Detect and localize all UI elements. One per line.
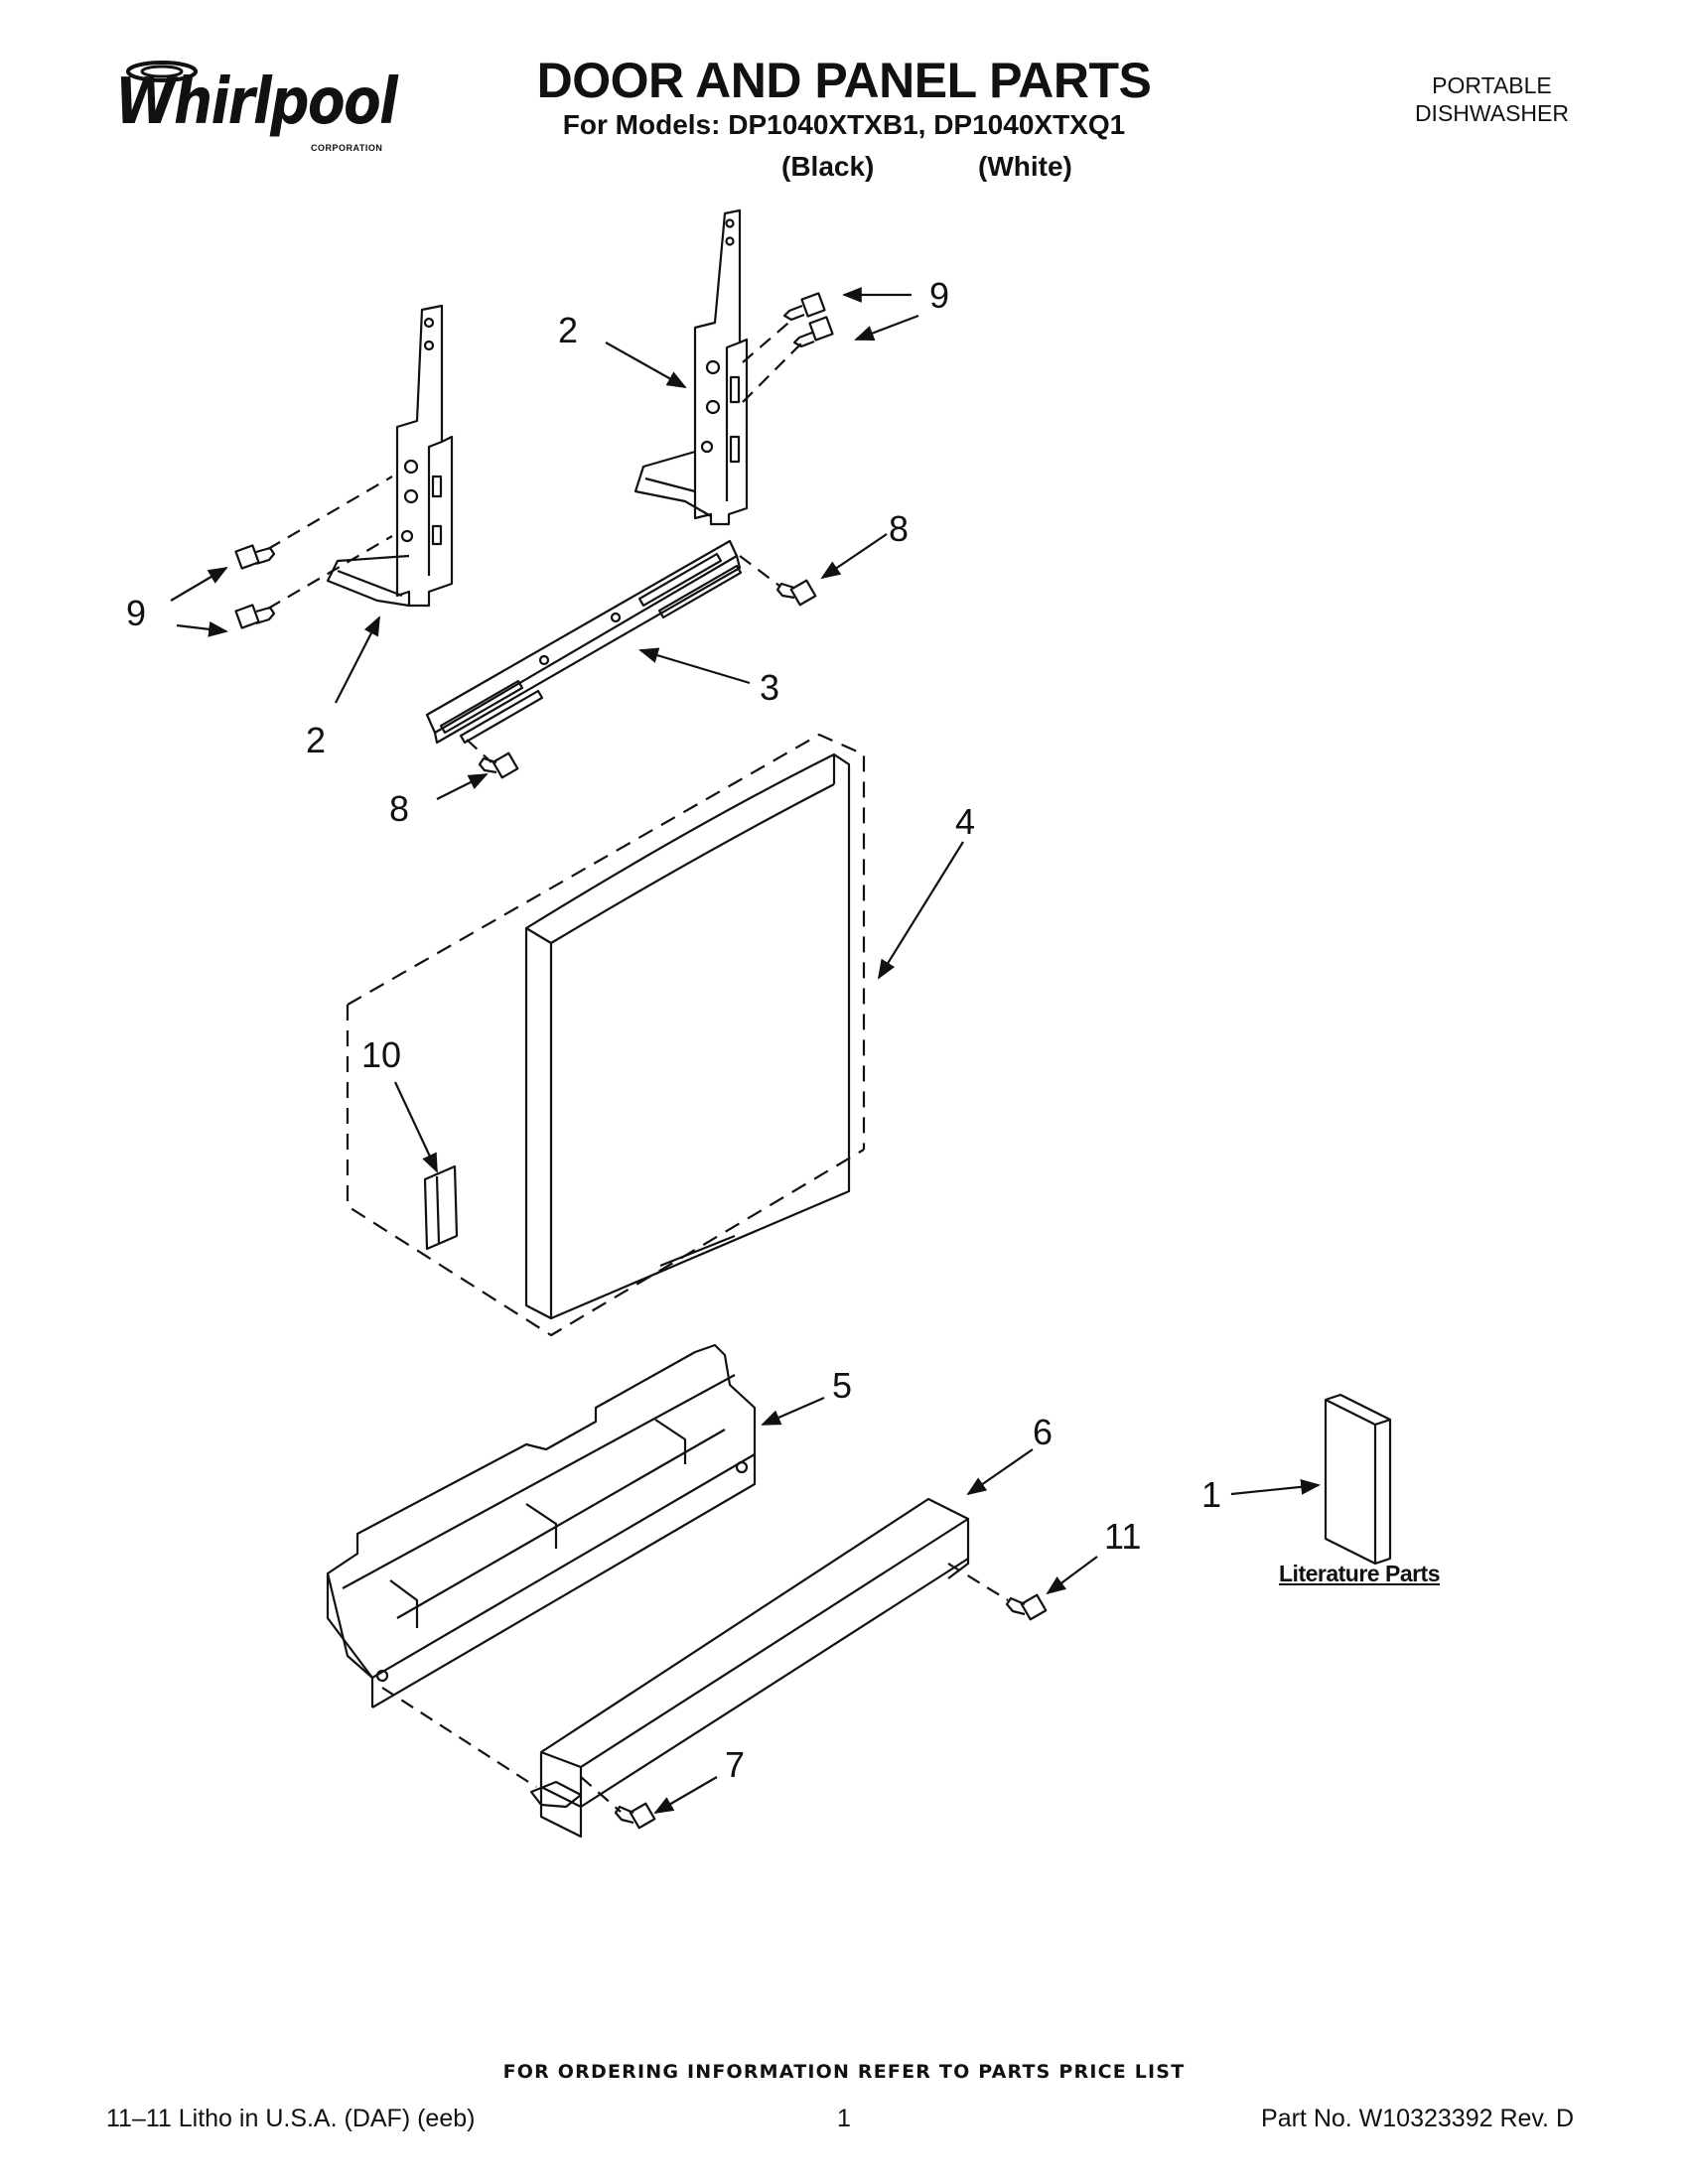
callout-5: 5 [832,1365,852,1406]
door-panel [524,752,851,1320]
logo-swirl-icon [126,61,198,82]
whirlpool-logo: Whirlpool CORPORATION [107,58,398,157]
part-number: Part No. W10323392 Rev. D [1261,2105,1574,2132]
literature-parts-label: Literature Parts [1279,1561,1441,1586]
right-hinge-bracket [633,208,749,526]
screw-9-top-upper [782,292,826,322]
callout-8-lower: 8 [389,788,409,829]
kick-plate [529,1497,970,1839]
callout-6: 6 [1033,1412,1053,1452]
callout-3: 3 [760,667,779,708]
model-list: For Models: DP1040XTXB1, DP1040XTXQ1 [562,109,1126,140]
callout-10: 10 [361,1034,401,1075]
callout-2-upper: 2 [558,310,578,350]
toe-panel [326,1343,757,1708]
mounting-rail [425,539,743,745]
ordering-note: FOR ORDERING INFORMATION REFER TO PARTS … [502,2061,1186,2083]
screw-11 [1005,1593,1048,1621]
callout-leaders [170,287,1321,1814]
logo-wordmark: Whirlpool [115,66,398,139]
variant-black: (Black) [781,151,875,182]
callout-8-upper: 8 [889,508,909,549]
assembly-lines [267,317,1009,1813]
left-hinge-bracket [326,304,454,608]
callout-1: 1 [1201,1474,1221,1515]
callout-2-lower: 2 [306,720,326,760]
callout-9-left: 9 [126,593,146,633]
product-type-line-1: PORTABLE [1432,72,1552,98]
callout-9-upper: 9 [929,275,949,316]
variant-white: (White) [978,151,1072,182]
callout-11: 11 [1104,1516,1141,1557]
product-type: PORTABLE DISHWASHER [1415,71,1569,127]
screw-7 [614,1802,656,1830]
page-title: DOOR AND PANEL PARTS [536,53,1152,108]
product-type-line-2: DISHWASHER [1414,100,1569,126]
screw-8-right [775,579,817,607]
screw-9-left-upper [234,544,276,570]
screw-9-top-lower [792,316,834,348]
literature-card-10 [423,1164,459,1251]
page-number: 1 [837,2105,851,2132]
screw-9-left-lower [234,604,276,629]
callout-7: 7 [725,1744,745,1785]
callout-4: 4 [955,801,975,842]
logo-corporation: CORPORATION [311,143,383,153]
litho-info: 11–11 Litho in U.S.A. (DAF) (eeb) [106,2105,476,2132]
literature-parts-book [1324,1393,1392,1566]
door-outline-dashed [346,733,866,1337]
